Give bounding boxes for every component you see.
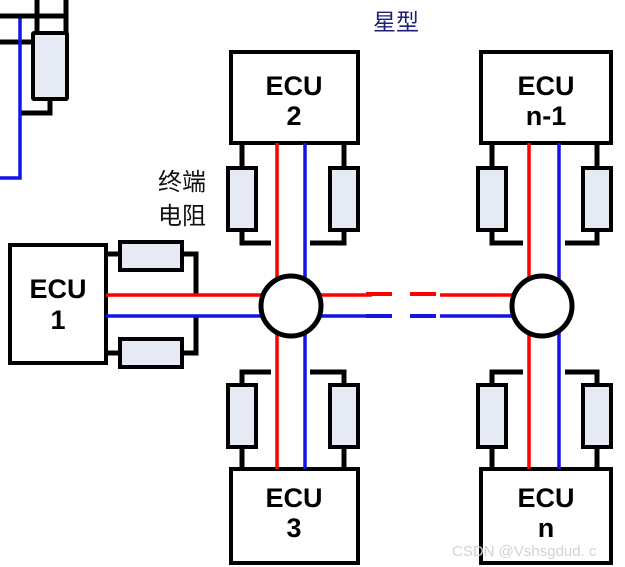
ecu-3-label-line1: ECU bbox=[265, 483, 322, 513]
ecu-1-bottom-resistor-lead-right bbox=[182, 316, 199, 356]
ecu-n-label-line2: n bbox=[538, 513, 555, 543]
ecu-1-node[interactable]: ECU 1 bbox=[8, 243, 108, 365]
ecu-n-terminator-group bbox=[476, 369, 613, 469]
ecu-1-label-line1: ECU bbox=[29, 274, 86, 304]
fragment-can-low-wire bbox=[0, 16, 22, 180]
ecu-2-label-line2: 2 bbox=[286, 101, 301, 131]
ecu-3-box[interactable] bbox=[229, 467, 360, 565]
ecu-2-right-terminating-resistor bbox=[328, 166, 360, 232]
fragment-resistor-lead-bottom bbox=[20, 99, 53, 116]
ecu-3-left-terminating-resistor bbox=[226, 383, 258, 449]
ecu-2-terminator-group bbox=[226, 143, 360, 246]
ecu-1-top-resistor-lead-right bbox=[182, 251, 199, 295]
ecu-n-left-resistor-lead-top bbox=[489, 369, 523, 385]
ecu-1-label-line2: 1 bbox=[50, 305, 65, 335]
ecu-3-label-line2: 3 bbox=[286, 513, 301, 543]
ecu-n-minus-1-left-terminating-resistor bbox=[476, 166, 508, 232]
ecu-n-box[interactable] bbox=[479, 467, 613, 565]
ecu-2-node[interactable]: ECU 2 bbox=[229, 50, 360, 145]
page-title: 星型 bbox=[373, 10, 419, 36]
ecu-2-right-resistor-lead-bottom bbox=[310, 230, 347, 246]
ecu-n-minus-1-right-resistor-lead-bottom bbox=[565, 230, 600, 246]
can-bus-wires-hub-to-gap bbox=[319, 293, 372, 318]
ecu-n-minus-1-node[interactable]: ECU n-1 bbox=[479, 50, 613, 145]
can-bus-wires-gap-to-right-hub bbox=[440, 293, 518, 318]
ecu-n-node[interactable]: ECU n bbox=[479, 467, 613, 565]
ecu-n-left-terminating-resistor bbox=[476, 383, 508, 449]
ecu-n-minus-1-label-line1: ECU bbox=[517, 71, 574, 101]
ecu-n-minus-1-box[interactable] bbox=[479, 50, 613, 145]
ecu-n-label-line1: ECU bbox=[517, 483, 574, 513]
ecu-3-right-resistor-lead-top bbox=[310, 369, 347, 385]
ecu-1-box[interactable] bbox=[8, 243, 108, 365]
ecu-2-left-terminating-resistor bbox=[226, 166, 258, 232]
ecu-n-minus-1-right-terminating-resistor bbox=[581, 166, 613, 232]
terminator-label-line2: 电阻 bbox=[158, 202, 206, 230]
ecu-2-label-line1: ECU bbox=[265, 71, 322, 101]
ecu-1-terminator-group bbox=[106, 240, 199, 369]
cropped-neighbor-fragment bbox=[0, 0, 69, 180]
terminator-label-line1: 终端 bbox=[158, 168, 206, 196]
fragment-terminating-resistor bbox=[31, 31, 69, 101]
ecu-3-left-resistor-lead-top bbox=[239, 369, 271, 385]
ecu-n-minus-1-terminator-group bbox=[476, 143, 613, 246]
star-coupler-left[interactable] bbox=[258, 273, 324, 339]
ecu-3-terminator-group bbox=[226, 369, 360, 469]
ecu-n-minus-1-label-line2: n-1 bbox=[526, 101, 567, 131]
ecu-2-box[interactable] bbox=[229, 50, 360, 145]
can-bus-wires-left-run bbox=[106, 293, 266, 318]
ecu-n-right-resistor-lead-top bbox=[565, 369, 600, 385]
ecu-2-left-resistor-lead-bottom bbox=[239, 230, 271, 246]
watermark-text: CSDN @Vshsgdud. c bbox=[452, 543, 597, 560]
ecu-3-node[interactable]: ECU 3 bbox=[229, 467, 360, 565]
ecu-3-right-terminating-resistor bbox=[328, 383, 360, 449]
ecu-n-minus-1-left-resistor-lead-bottom bbox=[489, 230, 523, 246]
star-coupler-right[interactable] bbox=[509, 273, 575, 339]
ecu-n-right-terminating-resistor bbox=[581, 383, 613, 449]
ecu-1-bottom-terminating-resistor bbox=[118, 337, 184, 369]
ecu-1-top-terminating-resistor bbox=[118, 240, 184, 272]
bus-continuation-dashes bbox=[366, 292, 450, 318]
